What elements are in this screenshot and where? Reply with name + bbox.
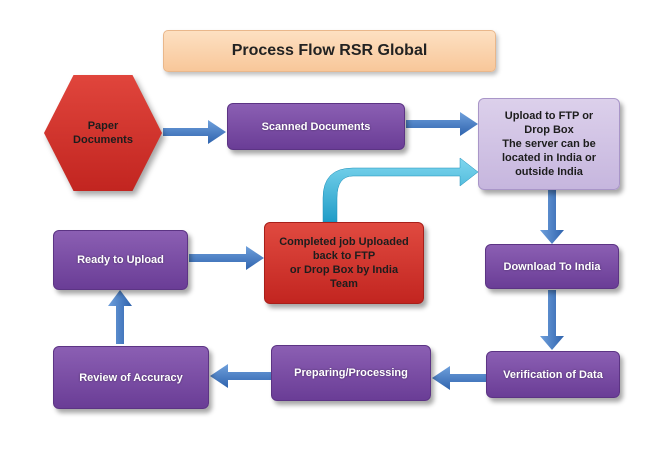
arrow-download-to-verification <box>540 290 564 350</box>
arrow-preparing-to-review <box>210 364 271 388</box>
arrow-paper-to-scanned <box>163 120 226 144</box>
node-preparing-processing: Preparing/Processing <box>271 345 431 401</box>
arrow-scanned-to-upload <box>406 112 478 136</box>
node-paper-documents-shape: Paper Documents <box>44 75 162 191</box>
arrow-ready-to-completed <box>189 246 264 270</box>
arrow-completed-to-upload <box>322 157 479 223</box>
node-ready-to-upload: Ready to Upload <box>53 230 188 290</box>
diagram-title: Process Flow RSR Global <box>163 30 496 72</box>
arrow-verification-to-preparing <box>432 366 486 390</box>
node-scanned-documents: Scanned Documents <box>227 103 405 150</box>
node-review-of-accuracy: Review of Accuracy <box>53 346 209 409</box>
arrow-upload-to-download <box>540 190 564 244</box>
node-download-to-india: Download To India <box>485 244 619 289</box>
node-completed-job: Completed job Uploaded back to FTP or Dr… <box>264 222 424 304</box>
node-paper-documents: Paper Documents <box>44 75 162 191</box>
node-upload-ftp: Upload to FTP or Drop Box The server can… <box>478 98 620 190</box>
arrow-review-to-ready <box>108 290 132 344</box>
node-verification-of-data: Verification of Data <box>486 351 620 398</box>
